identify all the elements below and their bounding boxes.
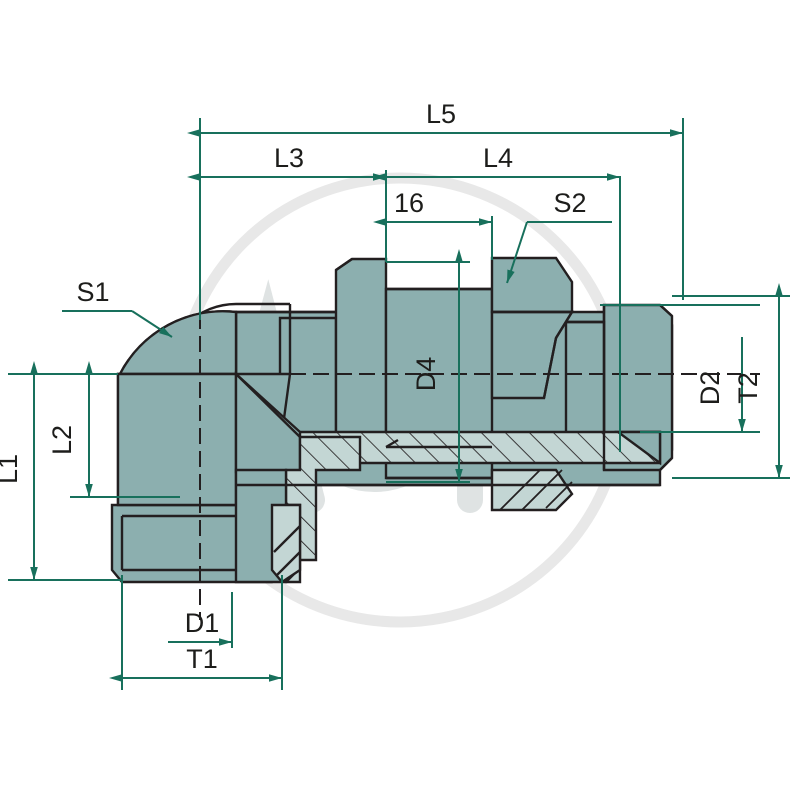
leader-S2-arrow: [506, 221, 528, 284]
label-T1: T1: [186, 644, 218, 674]
corner-hatch-2: [275, 551, 301, 577]
label-L1: L1: [0, 454, 23, 484]
label-D2: D2: [695, 371, 725, 406]
corner-hatch-1: [273, 525, 301, 553]
label-D1: D1: [185, 608, 220, 638]
endcap-chamfer-bot: [659, 457, 673, 471]
hex-nut-lower-hatch: [499, 469, 573, 511]
elbow-diag-line: [235, 373, 301, 438]
label-16: 16: [394, 188, 424, 218]
endcap-chamfer-top: [659, 304, 673, 317]
leader-S1-arrow: [131, 310, 173, 338]
hex-chamfer-2: [554, 311, 574, 339]
hex-nut-lower: [490, 468, 574, 512]
dimension-lines: [8, 118, 790, 690]
hex-nut-upper: [490, 256, 574, 314]
label-L4: L4: [483, 143, 513, 173]
centerline-group: [60, 290, 760, 620]
label-S2: S2: [553, 188, 586, 218]
collar-left-chamfer: [335, 258, 353, 271]
label-T2: T2: [733, 372, 763, 404]
hex-chamfer-3: [542, 337, 558, 399]
label-D4: D4: [411, 357, 441, 392]
elbow-throat-hatch: [284, 435, 362, 562]
label-S1: S1: [76, 277, 109, 307]
dimension-labels: L5 L3 L4 16 S2 S1 D4 D2 T2 L1 L2 D1 T1: [0, 99, 763, 674]
label-L3: L3: [274, 143, 304, 173]
bore-chamfer-right: [614, 430, 662, 466]
label-L5: L5: [426, 99, 456, 129]
elbow-solid-foreground: [118, 310, 238, 376]
elbow-left-leg: [116, 372, 238, 507]
bottom-corner-hatch: [270, 503, 302, 584]
label-L2: L2: [47, 425, 77, 455]
